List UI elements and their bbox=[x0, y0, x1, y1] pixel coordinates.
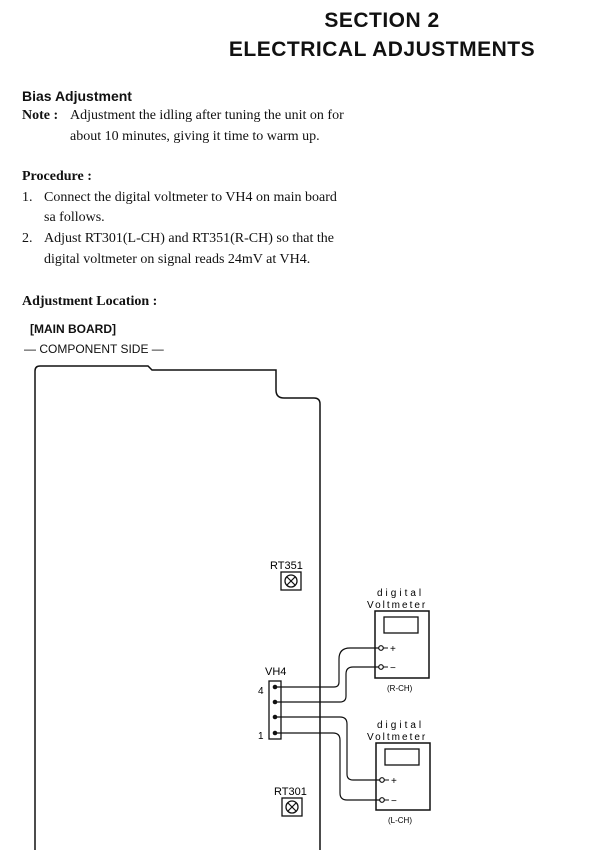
voltmeter-l-ch: digital Voltmeter + − (L-CH) bbox=[367, 720, 431, 825]
adjustment-location-heading: Adjustment Location : bbox=[22, 294, 158, 309]
meter-l-plus: + bbox=[391, 776, 397, 787]
step-2-number: 2. bbox=[22, 231, 33, 246]
vh4-pins bbox=[272, 684, 278, 736]
note-line-2: about 10 minutes, giving it time to warm… bbox=[70, 129, 320, 144]
pin-4-label: 4 bbox=[258, 686, 264, 697]
meter-l-minus: − bbox=[391, 796, 397, 807]
section-number: SECTION 2 bbox=[324, 9, 440, 32]
voltmeter-r-ch: digital Voltmeter + − (R-CH) bbox=[367, 588, 430, 693]
step-1-number: 1. bbox=[22, 190, 33, 205]
main-board-label: [MAIN BOARD] bbox=[30, 322, 116, 336]
meter-l-display bbox=[384, 748, 420, 766]
probe-wires bbox=[277, 647, 380, 801]
meter-r-display bbox=[383, 616, 419, 634]
rt301-trimmer-icon bbox=[281, 797, 303, 817]
meter-l-label-1: digital bbox=[377, 720, 424, 731]
note-label: Note : bbox=[22, 108, 59, 123]
meter-r-label-1: digital bbox=[377, 588, 424, 599]
procedure-heading: Procedure : bbox=[22, 169, 92, 184]
rt351-trimmer-icon bbox=[280, 571, 302, 591]
meter-r-channel: (R-CH) bbox=[387, 684, 413, 693]
step-2-line-1: Adjust RT301(L-CH) and RT351(R-CH) so th… bbox=[44, 231, 334, 246]
step-1-line-2: sa follows. bbox=[44, 210, 105, 225]
meter-r-minus: − bbox=[390, 663, 396, 674]
rt351-label: RT351 bbox=[270, 560, 303, 572]
meter-l-channel: (L-CH) bbox=[388, 816, 412, 825]
meter-r-label-2: Voltmeter bbox=[367, 600, 427, 611]
vh4-connector bbox=[268, 680, 282, 740]
section-title: ELECTRICAL ADJUSTMENTS bbox=[228, 38, 536, 61]
step-1-line-1: Connect the digital voltmeter to VH4 on … bbox=[44, 190, 337, 205]
meter-l-label-2: Voltmeter bbox=[367, 732, 427, 743]
step-2-line-2: digital voltmeter on signal reads 24mV a… bbox=[44, 252, 311, 267]
note-line-1: Adjustment the idling after tuning the u… bbox=[70, 108, 344, 123]
rt301-label: RT301 bbox=[274, 786, 307, 798]
bias-adjustment-heading: Bias Adjustment bbox=[22, 88, 132, 104]
board-outline bbox=[34, 365, 321, 850]
meter-r-plus: + bbox=[390, 644, 396, 655]
pin-1-label: 1 bbox=[258, 731, 264, 742]
vh4-label: VH4 bbox=[265, 666, 286, 678]
component-side-label: — COMPONENT SIDE — bbox=[24, 342, 164, 356]
